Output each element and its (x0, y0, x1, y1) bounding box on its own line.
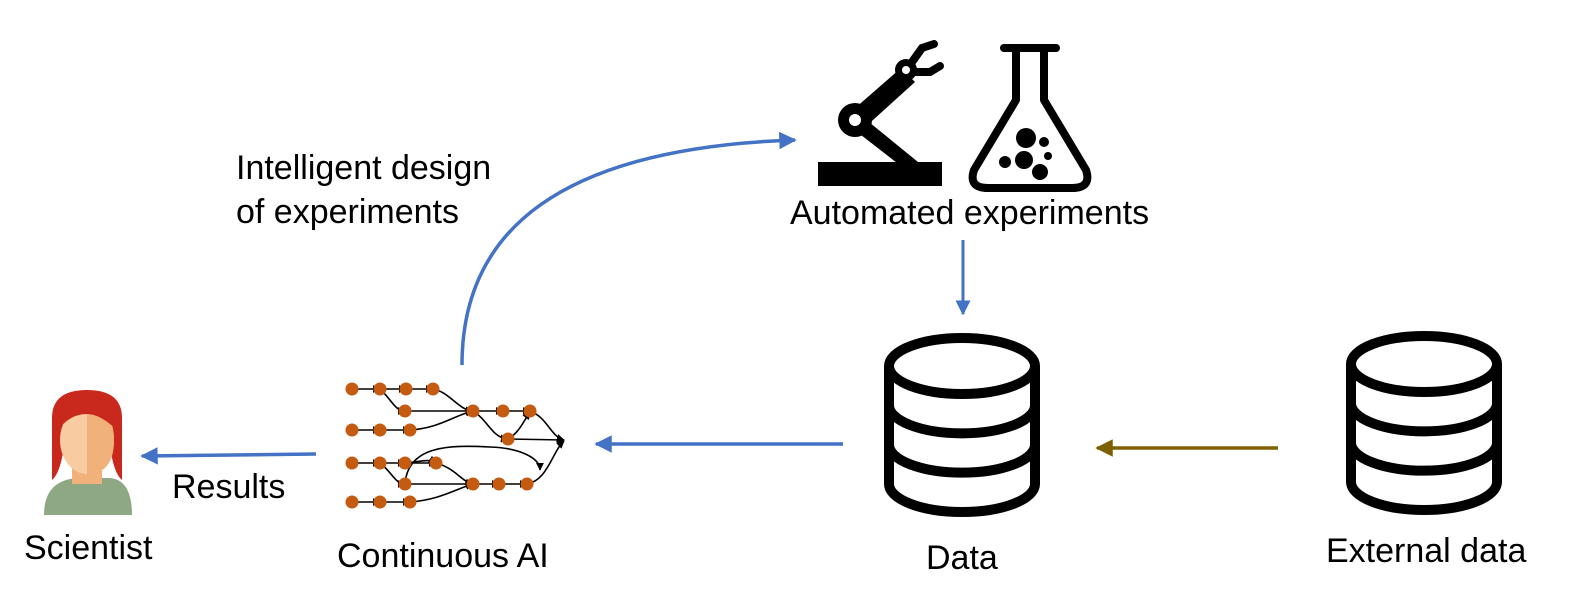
network-graph-icon (345, 382, 565, 509)
data-label: Data (926, 539, 998, 577)
design-label-line2: of experiments (236, 193, 459, 231)
results-label: Results (172, 468, 286, 506)
continuous-ai-label: Continuous AI (337, 537, 549, 575)
database-icon (884, 333, 1040, 517)
robot-arm-icon (818, 40, 944, 186)
scientist-avatar-icon (44, 390, 132, 515)
flask-icon (968, 44, 1092, 192)
automated-experiments-label: Automated experiments (790, 194, 1150, 232)
external-data-label: External data (1326, 532, 1527, 570)
scientist-label: Scientist (24, 529, 153, 567)
results-arrow (140, 447, 317, 465)
design-arrow (460, 131, 797, 366)
design-label: Intelligent design of experiments (236, 146, 491, 234)
design-label-line1: Intelligent design (236, 149, 492, 187)
database-icon (1346, 331, 1502, 515)
